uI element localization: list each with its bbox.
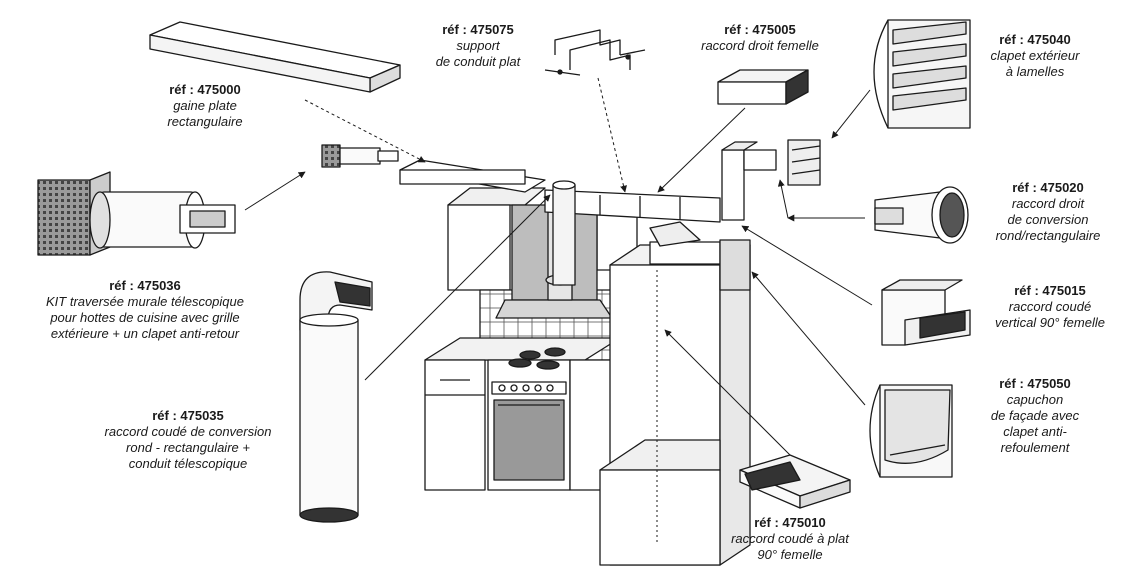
part-description: KIT traversée murale télescopique pour h…	[46, 294, 244, 341]
part-description: support de conduit plat	[435, 38, 521, 69]
product-gaine-plate	[149, 21, 401, 93]
part-description: clapet extérieur à lamelles	[990, 48, 1080, 79]
ref-number: réf : 475000	[169, 82, 241, 97]
part-description: gaine plate rectangulaire	[167, 98, 243, 129]
label-raccord-vertical: réf : 475015 raccord coudé vertical 90° …	[980, 283, 1120, 331]
part-description: raccord coudé à plat 90° femelle	[731, 531, 849, 562]
part-description: raccord droit de conversion rond/rectang…	[995, 196, 1101, 243]
ref-number: réf : 475035	[152, 408, 224, 423]
part-description: raccord coudé de conversion rond - recta…	[104, 424, 272, 471]
product-raccord-plat	[739, 454, 851, 509]
product-support	[544, 29, 646, 76]
ref-number: réf : 475036	[109, 278, 181, 293]
part-description: raccord coudé vertical 90° femelle	[995, 299, 1105, 330]
product-raccord-vertical	[881, 279, 971, 346]
ref-number: réf : 475075	[442, 22, 514, 37]
ref-number: réf : 475050	[999, 376, 1071, 391]
ref-number: réf : 475005	[724, 22, 796, 37]
product-raccord-coude-conversion	[299, 271, 373, 523]
ref-number: réf : 475010	[754, 515, 826, 530]
label-raccord-droit: réf : 475005 raccord droit femelle	[675, 22, 845, 54]
ref-number: réf : 475020	[1012, 180, 1084, 195]
part-description: raccord droit femelle	[701, 38, 819, 53]
part-description: capuchon de façade avec clapet anti- ref…	[990, 392, 1080, 455]
product-kit-traversee	[37, 144, 399, 256]
product-raccord-conversion	[874, 186, 969, 244]
ref-number: réf : 475040	[999, 32, 1071, 47]
pointer-arrows	[244, 77, 873, 456]
label-support: réf : 475075 support de conduit plat	[408, 22, 548, 70]
product-raccord-droit	[717, 69, 809, 105]
installed-ducts	[399, 141, 777, 545]
label-gaine-plate: réf : 475000 gaine plate rectangulaire	[140, 82, 270, 130]
product-capuchon	[869, 384, 953, 478]
label-raccord-conversion: réf : 475020 raccord droit de conversion…	[978, 180, 1118, 244]
ref-number: réf : 475015	[1014, 283, 1086, 298]
label-capuchon: réf : 475050 capuchon de façade avec cla…	[975, 376, 1095, 456]
label-raccord-coude-conversion: réf : 475035 raccord coudé de conversion…	[88, 408, 288, 472]
kitchen-illustration	[424, 187, 751, 566]
product-clapet-lamelles	[787, 19, 971, 186]
label-kit-traversee: réf : 475036 KIT traversée murale télesc…	[20, 278, 270, 342]
label-raccord-plat: réf : 475010 raccord coudé à plat 90° fe…	[705, 515, 875, 563]
label-clapet-lamelles: réf : 475040 clapet extérieur à lamelles	[970, 32, 1100, 80]
